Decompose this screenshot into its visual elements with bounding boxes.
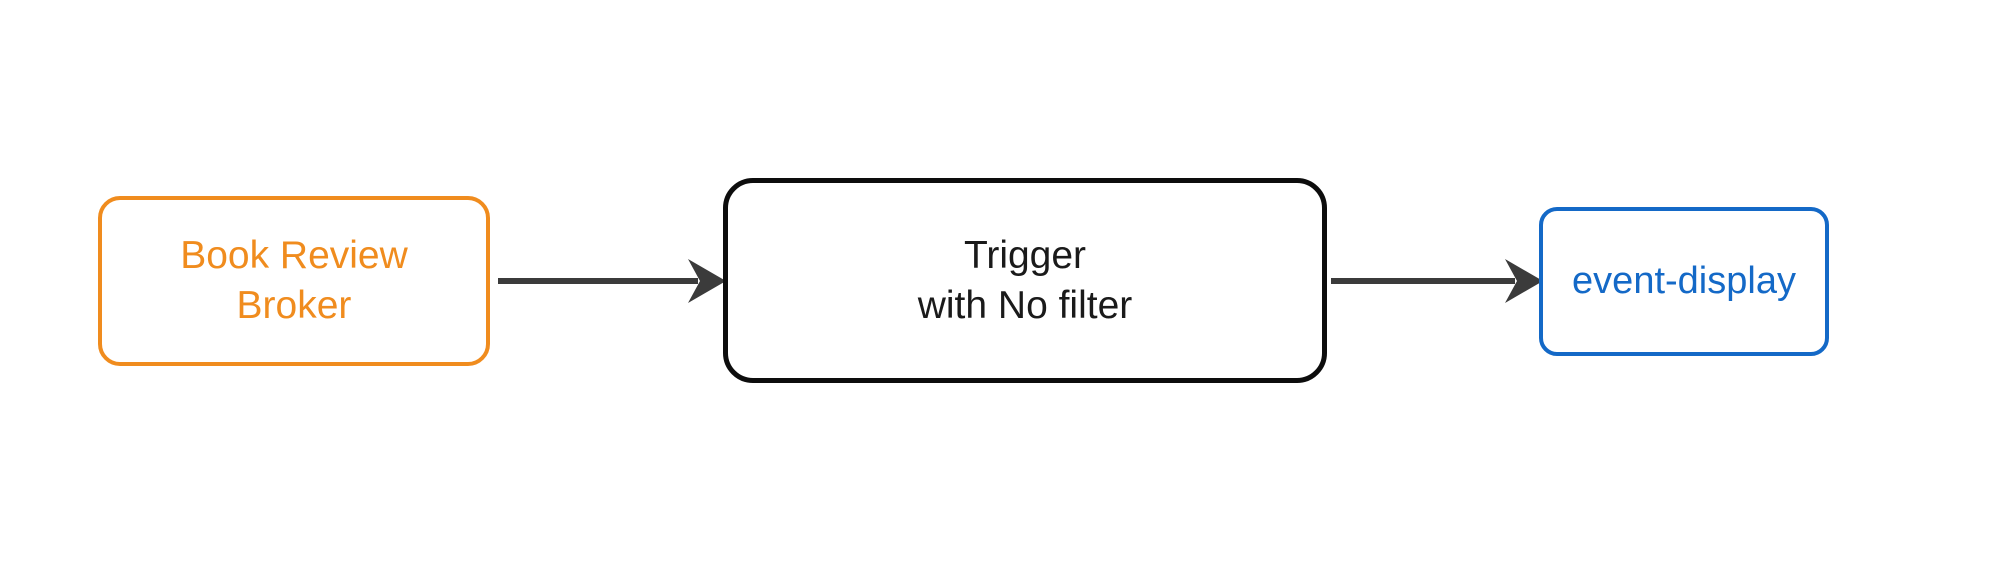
node-book-review-broker[interactable]: Book Review Broker bbox=[98, 196, 490, 366]
node-broker-label: Book Review Broker bbox=[180, 234, 408, 327]
edge-trigger-to-event-display-arrow bbox=[1331, 259, 1543, 303]
arrow-head-icon bbox=[1505, 259, 1543, 303]
node-event-display-label: event-display bbox=[1572, 260, 1796, 303]
arrow-head-icon bbox=[688, 259, 726, 303]
node-trigger-label: Trigger with No filter bbox=[917, 233, 1133, 327]
edge-trigger-to-event-display bbox=[1327, 251, 1547, 311]
edge-broker-to-trigger-arrow bbox=[498, 259, 726, 303]
node-trigger[interactable]: Trigger with No filter bbox=[723, 178, 1327, 383]
edge-broker-to-trigger bbox=[490, 251, 730, 311]
node-event-display[interactable]: event-display bbox=[1539, 207, 1829, 356]
